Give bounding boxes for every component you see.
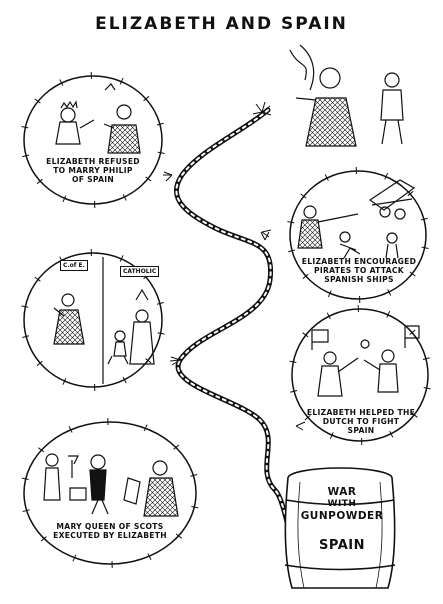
elizabeth-lighting-fuse [290, 45, 403, 146]
caption-line: SPAIN [298, 426, 424, 435]
barrel-line: WAR [296, 486, 388, 498]
caption-refused-philip: ELIZABETH REFUSED TO MARRY PHILIP OF SPA… [30, 157, 156, 184]
barrel-line: WITH [296, 498, 388, 510]
caption-line: EXECUTED BY ELIZABETH [38, 531, 182, 540]
barrel-label: WAR WITH GUNPOWDER SPAIN [296, 486, 388, 552]
caption-line: ELIZABETH HELPED THE [298, 408, 424, 417]
caption-helped-dutch: ELIZABETH HELPED THE DUTCH TO FIGHT SPAI… [298, 408, 424, 435]
caption-line: PIRATES TO ATTACK [294, 266, 424, 275]
caption-line: MARY QUEEN OF SCOTS [38, 522, 182, 531]
caption-line: ELIZABETH ENCOURAGED [294, 257, 424, 266]
panel-refuse-marriage [24, 76, 162, 204]
barrel-line: GUNPOWDER [296, 510, 388, 522]
caption-line: DUTCH TO FIGHT [298, 417, 424, 426]
caption-line: OF SPAIN [30, 175, 156, 184]
sign-catholic: CATHOLIC [120, 266, 159, 277]
rope-fuse [176, 110, 300, 565]
dutch-battle-figures [312, 326, 419, 396]
pirate-figures [298, 180, 414, 258]
caption-mary-executed: MARY QUEEN OF SCOTS EXECUTED BY ELIZABET… [38, 522, 182, 540]
caption-line: SPANISH SHIPS [294, 275, 424, 284]
sign-church-of-england: C.of E. [60, 260, 88, 271]
execution-figures [44, 454, 178, 516]
caption-line: TO MARRY PHILIP [30, 166, 156, 175]
caption-line: ELIZABETH REFUSED [30, 157, 156, 166]
caption-encouraged-pirates: ELIZABETH ENCOURAGED PIRATES TO ATTACK S… [294, 257, 424, 284]
refusal-figures [56, 84, 140, 153]
barrel-line: SPAIN [296, 540, 388, 552]
page-title: ELIZABETH AND SPAIN [0, 14, 443, 34]
